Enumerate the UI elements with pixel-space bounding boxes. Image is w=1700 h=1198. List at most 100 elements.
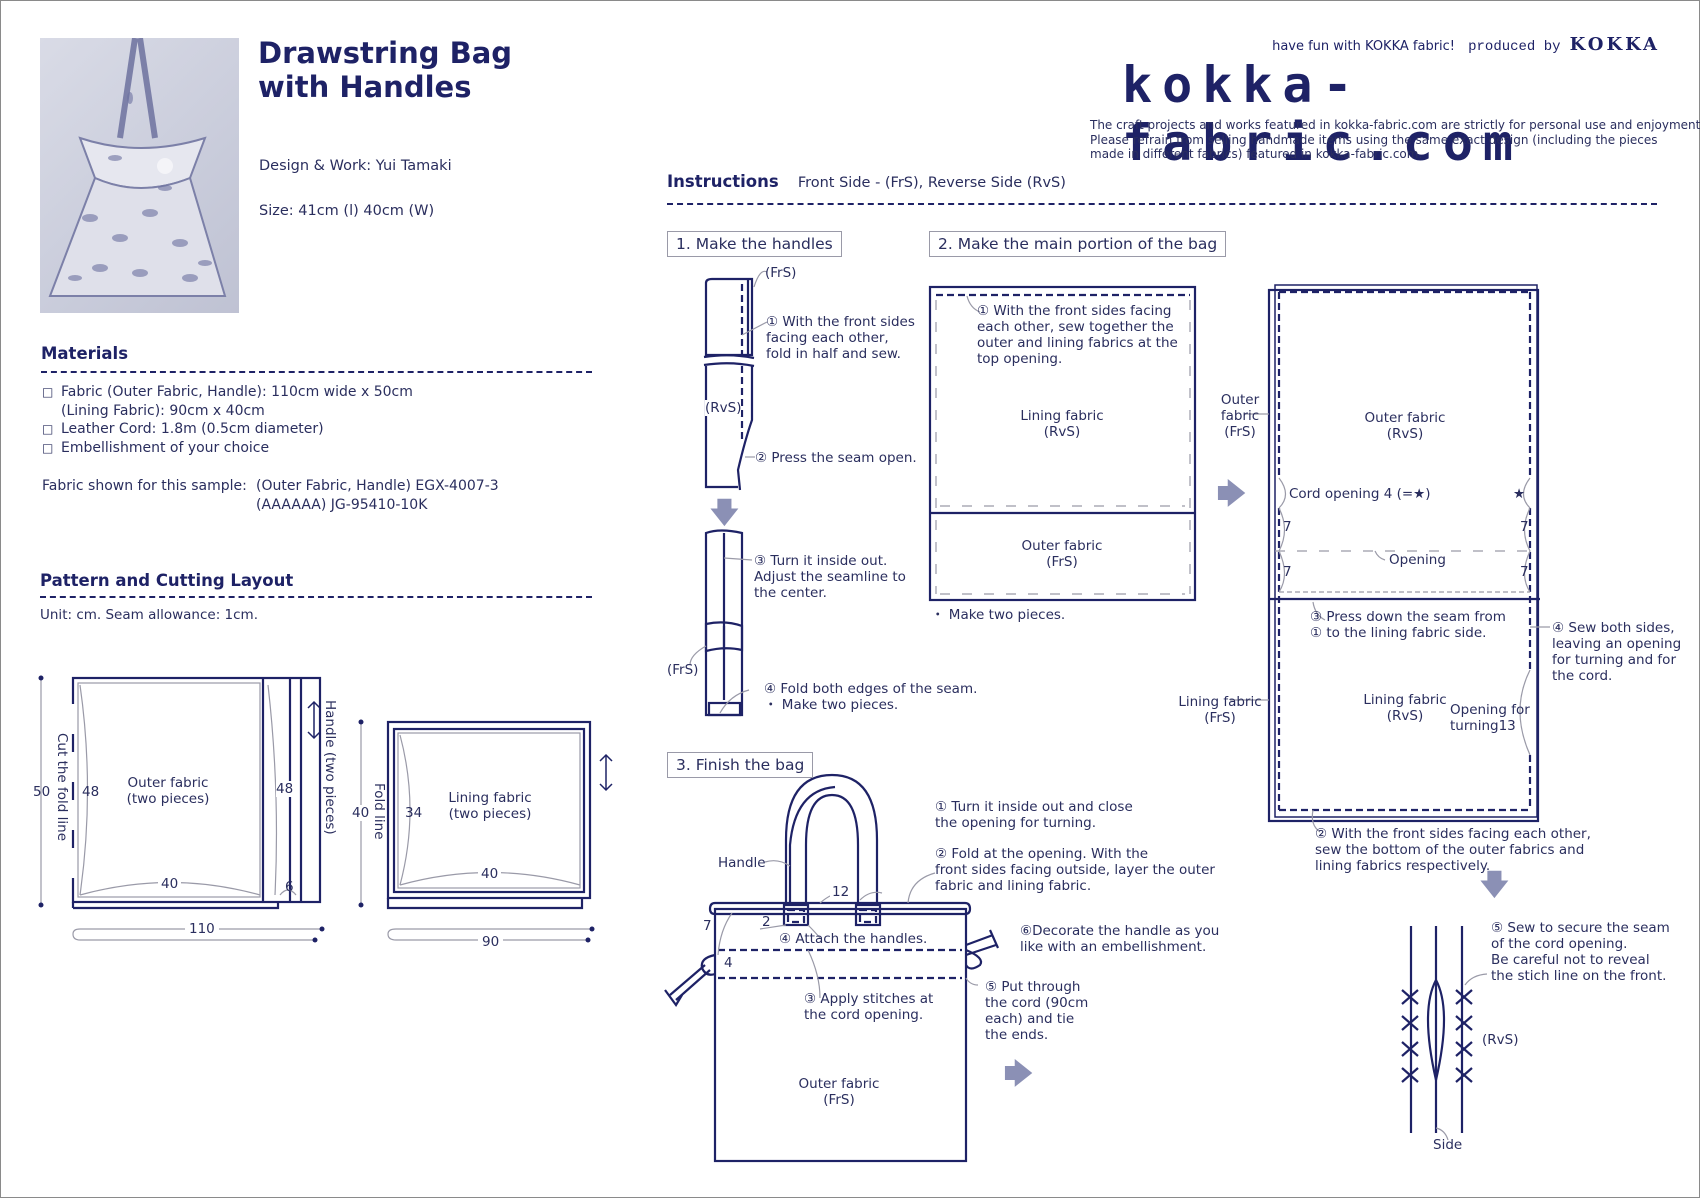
step1-note-4: ④ Fold both edges of the seam. ・ Make tw… — [764, 681, 977, 713]
tagline-text: have fun with KOKKA fabric! — [1272, 39, 1456, 54]
dim-2: 2 — [762, 914, 771, 930]
side-legend: Front Side - (FrS), Reverse Side (RvS) — [797, 175, 1066, 191]
site-logo[interactable]: kokka-fabric.com — [1122, 56, 1524, 172]
step2-note-5: ⑤ Sew to secure the seam of the cord ope… — [1491, 920, 1670, 984]
opening-turning-label: Opening for turning13 — [1450, 702, 1530, 734]
label-line: Outer fabric — [1364, 410, 1446, 426]
handle-label: Handle (two pieces) — [322, 700, 338, 835]
title-line-2: with Handles — [258, 70, 472, 104]
note-line: the cord (90cm — [985, 995, 1089, 1011]
note-line: leaving an opening — [1552, 636, 1682, 652]
outer-frs-side-label: Outer fabric (FrS) — [1215, 392, 1265, 440]
handle-strip-top — [704, 277, 754, 357]
step3-note-6: ⑥Decorate the handle as you like with an… — [1020, 923, 1219, 955]
checkbox-icon: □ — [42, 422, 54, 436]
note-line: the cord. — [1552, 668, 1613, 684]
label-line: turning13 — [1450, 718, 1516, 734]
dim-lining-inner-height: 34 — [405, 805, 423, 821]
disclaimer-line: The craft projects and works featured in… — [1090, 118, 1700, 132]
note-line: outer and lining fabrics at the — [977, 335, 1178, 351]
note-line: ③ Turn it inside out. — [754, 553, 888, 569]
note-line: ⑥Decorate the handle as you — [1020, 923, 1220, 939]
arrow-down-icon: 🡇 — [710, 496, 739, 529]
dim-7-right-lower: 7 — [1520, 564, 1529, 580]
lining-fabric-label: Lining fabric (two pieces) — [440, 790, 540, 822]
outer-fabric-label: Outer fabric (two pieces) — [118, 775, 218, 807]
label-line: Lining fabric — [1020, 408, 1104, 424]
sample-fabric-list: (Outer Fabric, Handle) EGX-4007-3 (AAAAA… — [256, 477, 499, 514]
step2-title: 2. Make the main portion of the bag — [929, 231, 1227, 257]
note-line: ① With the front sides — [766, 314, 915, 330]
dim-lining-width: 40 — [478, 866, 502, 882]
instructions-divider — [667, 203, 1657, 205]
note-line: the ends. — [985, 1027, 1049, 1043]
label-line: (FrS) — [1224, 424, 1256, 440]
material-item: □Embellishment of your choice — [42, 439, 413, 458]
checkbox-icon: □ — [42, 440, 54, 455]
side-label: Side — [1433, 1137, 1463, 1153]
note-line: front sides facing outside, layer the ou… — [935, 862, 1215, 878]
dim-7-left-lower: 7 — [1283, 564, 1292, 580]
step3-title: 3. Finish the bag — [667, 752, 814, 778]
produced-by-text: produced by — [1468, 39, 1561, 55]
material-text: (Lining Fabric): 90cm x 40cm — [61, 402, 265, 419]
sample-fabric-line: (Outer Fabric, Handle) EGX-4007-3 — [256, 478, 499, 494]
note-line: each other, sew together the — [977, 319, 1174, 335]
label-line: (FrS) — [1204, 710, 1236, 726]
dim-outer-width: 40 — [158, 876, 182, 892]
materials-divider — [41, 371, 592, 373]
note-line: top opening. — [977, 351, 1063, 367]
note-line: ③ Press down the seam from — [1310, 609, 1506, 625]
label-line: Opening for — [1450, 702, 1530, 718]
outer-rvs-label: Outer fabric (RvS) — [1355, 410, 1455, 442]
pattern-heading: Pattern and Cutting Layout — [40, 571, 294, 590]
note-line: ③ Apply stitches at — [804, 991, 934, 1007]
note-line: like with an embellishment. — [1020, 939, 1207, 955]
label-line: (RvS) — [1386, 708, 1424, 724]
sample-fabric-line: (AAAAAA) JG-95410-10K — [256, 496, 428, 513]
note-line: Be careful not to reveal — [1491, 952, 1650, 968]
kokka-brand: KOKKA — [1569, 34, 1660, 55]
step3-outer-frs-label: Outer fabric (FrS) — [789, 1076, 889, 1108]
material-item: □Leather Cord: 1.8m (0.5cm diameter) — [42, 420, 413, 439]
lining-frs-side-label: Lining fabric (FrS) — [1176, 694, 1264, 726]
dim-handle-width: 6 — [285, 879, 294, 895]
material-item: (Lining Fabric): 90cm x 40cm — [42, 402, 413, 421]
outer-fabric-label-line: (two pieces) — [126, 791, 210, 807]
page-title: Drawstring Bag with Handles — [258, 36, 512, 104]
dim-7: 7 — [703, 918, 712, 934]
note-line: Adjust the seamline to — [754, 569, 906, 585]
checkbox-icon: □ — [42, 385, 54, 399]
dim-4: 4 — [724, 955, 733, 971]
step2-panel-a — [928, 285, 1197, 602]
arrow-right-icon: 🡆 — [1217, 477, 1246, 510]
design-credit: Design & Work: Yui Tamaki — [259, 158, 452, 174]
label-line: (FrS) — [1046, 554, 1078, 570]
step2-note-2: ② With the front sides facing each other… — [1315, 826, 1591, 874]
dim-total-110: 110 — [185, 921, 219, 937]
dim-handle-height: 48 — [276, 781, 294, 797]
note-line: the opening for turning. — [935, 815, 1097, 831]
note-line: ① With the front sides facing — [977, 303, 1172, 319]
unit-note: Unit: cm. Seam allowance: 1cm. — [40, 607, 258, 623]
cord-opening-label: Cord opening 4 (=★) — [1289, 486, 1431, 502]
step1-frs-top: (FrS) — [765, 265, 797, 281]
dim-outer-inner-height: 48 — [82, 784, 100, 800]
label-line: (FrS) — [823, 1092, 855, 1108]
step3-note-3: ③ Apply stitches at the cord opening. — [804, 991, 933, 1023]
step1-title: 1. Make the handles — [667, 231, 842, 257]
fold-line-label: Cut the fold line — [54, 733, 70, 841]
note-line: ① to the lining fabric side. — [1310, 625, 1487, 641]
step2-note-3: ③ Press down the seam from ① to the lini… — [1310, 609, 1506, 641]
dim-lining-height: 40 — [352, 805, 370, 821]
step2-note-1: ① With the front sides facing each other… — [977, 303, 1178, 367]
note-line: each) and tie — [985, 1011, 1075, 1027]
sample-fabric-label: Fabric shown for this sample: — [42, 478, 247, 494]
lining-rvs-label: Lining fabric (RvS) — [1012, 408, 1112, 440]
step1-note-2: ② Press the seam open. — [755, 450, 917, 466]
step1-frs-bottom: (FrS) — [667, 662, 699, 678]
note-line: the center. — [754, 585, 827, 601]
outer-frs-label: Outer fabric (FrS) — [1012, 538, 1112, 570]
step3-note-1: ① Turn it inside out and close the openi… — [935, 799, 1133, 831]
